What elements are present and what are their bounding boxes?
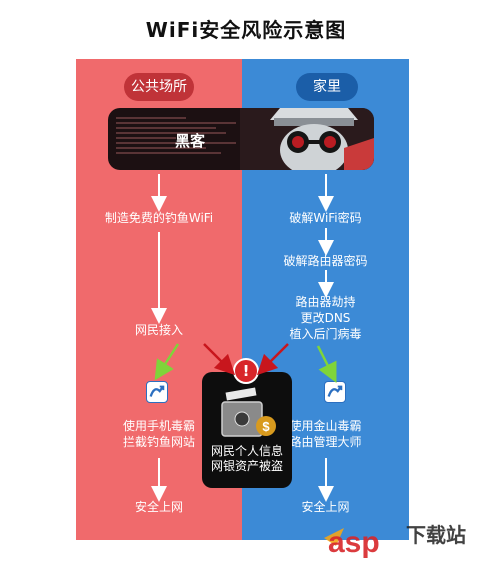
user-connects-step: 网民接入 [134, 323, 183, 337]
right-safe-result: 安全上网 [301, 500, 350, 514]
kingsoft-antivirus-icon [324, 381, 346, 403]
arrow-connect-to-protect [154, 343, 180, 381]
watermark-logo: asp [328, 526, 380, 559]
site-watermark: asp 下载站 免费网站源码下载站! [324, 523, 492, 569]
money-safe-icon: $ [221, 387, 276, 437]
page-title: WiFi安全风险示意图 [145, 18, 347, 42]
left-safe-result: 安全上网 [134, 500, 183, 514]
watermark-caption: 免费网站源码下载站! [404, 556, 492, 569]
create-phishing-wifi-step: 制造免费的钓鱼WiFi [104, 211, 214, 225]
arrow-hijack-to-theft [256, 343, 289, 376]
decorative-text-lines [116, 114, 236, 157]
left-protection-line-2: 拦截钓鱼网站 [122, 435, 195, 449]
arrow-connect-to-theft [203, 343, 236, 376]
crack-wifi-step: 破解WiFi密码 [289, 211, 362, 225]
home-badge: 家里 [296, 73, 358, 101]
public-place-badge: 公共场所 [124, 73, 194, 101]
right-protection-line-2: 路由管理大师 [289, 435, 362, 449]
hacker-portrait-icon [240, 108, 374, 170]
hacker-label: 黑客 [174, 132, 205, 150]
plant-backdoor-step: 植入后门病毒 [289, 327, 362, 341]
svg-text:$: $ [262, 419, 270, 434]
mobile-antivirus-icon [146, 381, 168, 403]
right-protection-line-1: 使用金山毒霸 [289, 419, 362, 433]
crack-router-step: 破解路由器密码 [283, 254, 368, 268]
arrow-hijack-to-protect [316, 345, 337, 383]
danger-text-line-2: 网银资产被盗 [210, 459, 283, 473]
left-protection-line-1: 使用手机毒霸 [122, 419, 195, 433]
watermark-logo-suffix: 下载站 [406, 523, 466, 547]
change-dns-step: 更改DNS [300, 311, 351, 325]
danger-text-line-1: 网民个人信息 [210, 444, 283, 458]
router-hijack-step: 路由器劫持 [295, 295, 356, 309]
